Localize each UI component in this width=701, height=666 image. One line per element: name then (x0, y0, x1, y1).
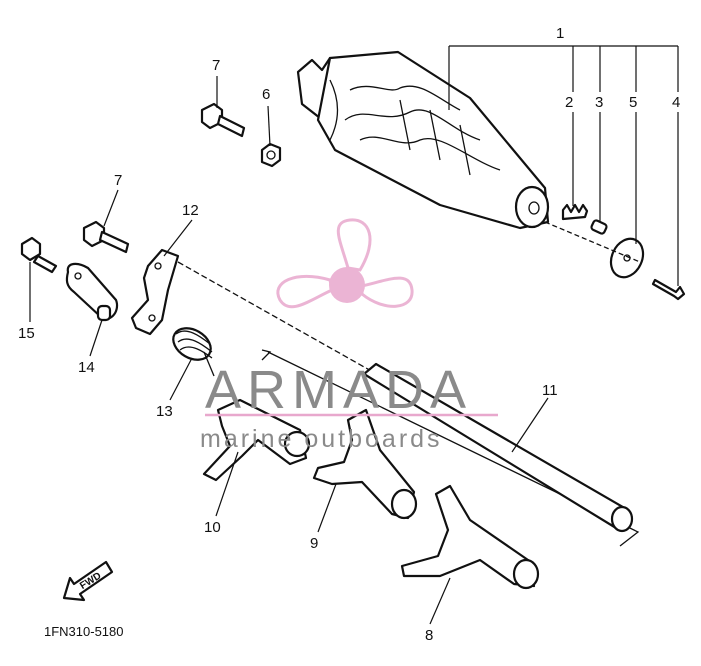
detent-pin (590, 219, 608, 235)
callout-6: 6 (262, 86, 270, 103)
callout-3: 3 (595, 94, 603, 111)
detent-spring (561, 203, 589, 221)
fwd-arrow-icon: FWD (62, 560, 114, 602)
bolt-lower (82, 220, 130, 254)
callout-4: 4 (672, 94, 680, 111)
shift-fork-shaft (362, 362, 634, 533)
bolt-upper (200, 102, 246, 138)
callout-2: 2 (565, 94, 573, 111)
callout-12: 12 (182, 202, 199, 219)
segment-plate (609, 237, 645, 279)
callout-7-lower: 7 (114, 172, 122, 189)
nut (260, 142, 282, 168)
shift-fork-9 (312, 408, 418, 520)
stopper-lever (65, 262, 119, 322)
torsion-spring (172, 327, 215, 377)
shift-fork-8 (400, 484, 540, 590)
callout-labels: 1 2 3 4 5 6 7 7 8 9 10 11 12 13 14 15 (18, 25, 680, 644)
callout-11: 11 (542, 382, 558, 399)
watermark-brand: ARMADA (205, 360, 472, 420)
part-code: 1FN310-5180 (44, 624, 124, 639)
callout-13: 13 (156, 403, 173, 420)
callout-14: 14 (78, 359, 95, 376)
shift-fork-10 (202, 398, 311, 482)
shift-guide (130, 248, 180, 336)
plate-screw (651, 278, 686, 301)
callout-8: 8 (425, 627, 433, 644)
shift-drum (296, 50, 550, 230)
leader-lines (29, 45, 679, 625)
bolt-15 (20, 236, 58, 274)
callout-10: 10 (204, 519, 221, 536)
callout-7-upper: 7 (212, 57, 220, 74)
callout-1: 1 (556, 25, 564, 42)
watermark: ARMADA marine outboards (200, 218, 498, 453)
callout-9: 9 (310, 535, 318, 552)
propeller-icon (276, 218, 414, 309)
watermark-tagline: marine outboards (200, 425, 443, 453)
callout-15: 15 (18, 325, 35, 342)
callout-5: 5 (629, 94, 637, 111)
